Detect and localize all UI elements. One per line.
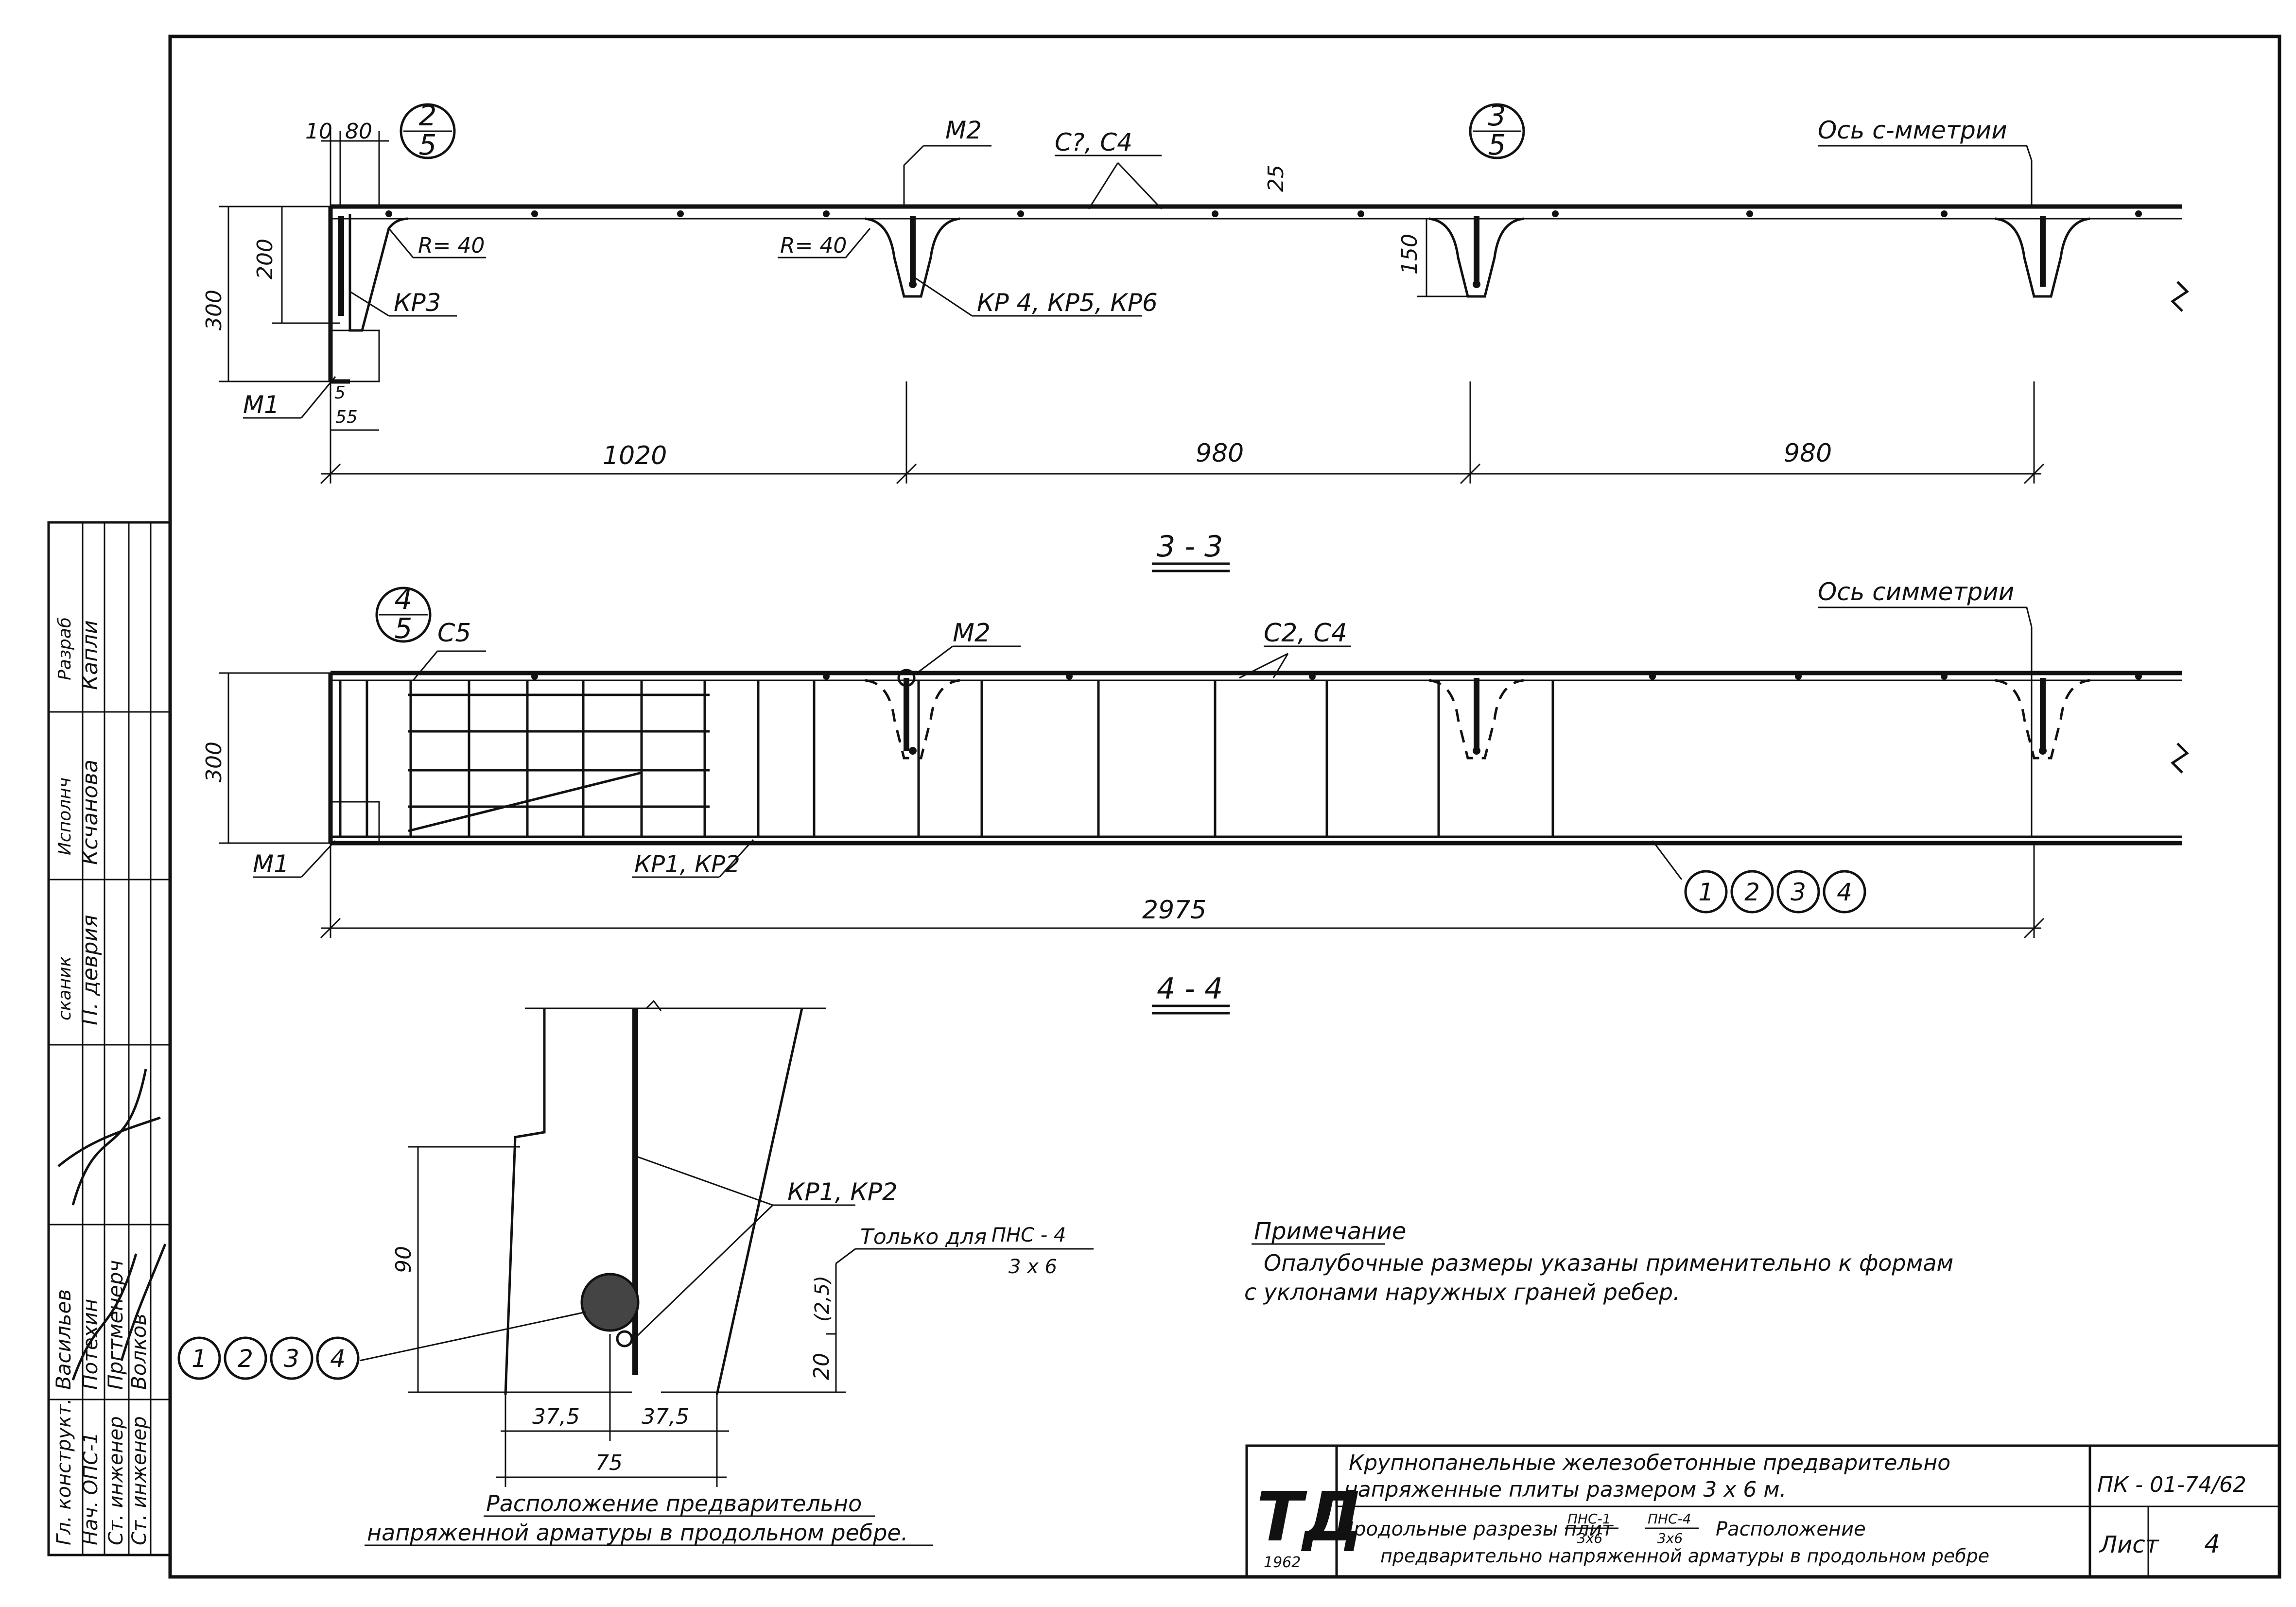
upper-name-2: Ксчанова [78, 760, 103, 865]
dim-980-b: 980 [1784, 439, 1832, 468]
dim-980-a: 980 [1196, 439, 1244, 468]
upper-name-1: Капли [78, 620, 103, 690]
section-top: 2 5 3 5 10 80 M2 С?, С4 25 Ось с-мметрии… [202, 99, 2189, 484]
dim-25-44: (2,5) [811, 1276, 834, 1322]
bubble-4-num: 4 [395, 583, 413, 616]
rebar-circles-33: 1 2 3 4 [1684, 870, 1866, 914]
title-line-2: напряженные плиты размером 3 х 6 м. [1344, 1477, 1787, 1502]
circle-4-33: 4 [1837, 878, 1852, 906]
caption-line-1: Расположение предварительно [486, 1490, 862, 1517]
label-c2c4: С2, С4 [1264, 619, 1347, 648]
role-head: Нач. ОПС-1 [80, 1432, 102, 1545]
label-pns-den: 3 х 6 [1009, 1256, 1057, 1278]
dim-1020: 1020 [603, 441, 667, 470]
section-4-4: 4 - 4 КР1, КР2 Только для ПНС - 4 [177, 972, 1230, 1546]
upper-role-3: сканик [55, 956, 75, 1020]
dim-55: 55 [335, 407, 358, 427]
label-kp1kp2-33: КР1, КР2 [634, 851, 740, 878]
section-3-3-title: 3 - 3 [1157, 530, 1223, 564]
circle-2-44: 2 [238, 1345, 253, 1373]
label-kp456: КР 4, КР5, КР6 [977, 289, 1158, 317]
subtitle-f1-num: ПНС-1 [1567, 1511, 1611, 1527]
role-eng-2: Ст. инженер [128, 1416, 151, 1545]
dim-90: 90 [391, 1246, 416, 1273]
subtitle-b: Расположение [1716, 1518, 1866, 1540]
circle-4-44: 4 [330, 1345, 346, 1373]
circle-2-33: 2 [1744, 878, 1760, 906]
circle-3-33: 3 [1791, 878, 1806, 906]
name-eng-1: Пргтменерч [104, 1260, 127, 1390]
dim-80: 80 [345, 119, 372, 144]
bubble-3-num: 3 [1488, 99, 1506, 132]
logo-year: 1962 [1264, 1554, 1301, 1571]
circle-1-44: 1 [191, 1345, 207, 1373]
bubble-2-num: 2 [419, 99, 437, 132]
bubble-3-den: 5 [1488, 128, 1506, 161]
sheet-code: ПК - 01-74/62 [2097, 1472, 2246, 1497]
role-eng-1: Ст. инженер [105, 1416, 127, 1545]
prestressed-bar [580, 1273, 640, 1332]
role-chief: Гл. конструкт. [53, 1398, 75, 1545]
upper-role-1: Разраб [55, 617, 75, 680]
sheet-label: Лист [2099, 1531, 2160, 1558]
dim-37-b: 37,5 [642, 1404, 689, 1429]
note-block: Примечание Опалубочные размеры указаны п… [1244, 1218, 1953, 1305]
dim-150: 150 [1397, 234, 1422, 275]
label-r40-left: R= 40 [418, 233, 485, 258]
section-4-4-title: 4 - 4 [1157, 972, 1223, 1006]
label-c5: С5 [437, 619, 471, 648]
dim-25-top: 25 [1264, 165, 1288, 192]
subtitle-f2-num: ПНС-4 [1648, 1511, 1691, 1527]
dim-300-33: 300 [202, 742, 226, 782]
label-axis-top: Ось с-мметрии [1818, 116, 2007, 144]
upper-role-2: Исполнч [55, 778, 75, 855]
label-m2-33: М2 [953, 619, 991, 648]
bubble-4-den: 5 [395, 612, 413, 645]
label-m2-top: M2 [945, 116, 982, 144]
label-r40-mid: R= 40 [780, 233, 847, 258]
label-kp3: КР3 [394, 289, 441, 317]
caption-line-2: напряженной арматуры в продольном ребре. [367, 1520, 908, 1546]
label-m1-33: М1 [253, 850, 289, 878]
logo: ТД [1256, 1478, 1363, 1557]
title-line-1: Крупнопанельные железобетонные предварит… [1349, 1451, 1950, 1475]
subtitle-f2-den: 3х6 [1657, 1530, 1683, 1546]
dim-75: 75 [595, 1451, 623, 1475]
title-block: ТД 1962 Крупнопанельные железобетонные п… [1245, 1444, 2281, 1578]
dim-10: 10 [305, 119, 332, 144]
name-eng-2: Волков [127, 1313, 151, 1390]
name-head: Потехин [78, 1299, 102, 1390]
label-c-top: С?, С4 [1055, 128, 1132, 156]
upper-name-3: П. деврия [78, 915, 103, 1025]
circle-1-33: 1 [1698, 878, 1714, 906]
note-line-2: с уклонами наружных граней ребер. [1244, 1279, 1680, 1305]
section-3-3: 3 - 3 [202, 530, 2189, 939]
note-line-1: Опалубочные размеры указаны применительн… [1264, 1250, 1953, 1276]
circle-3-44: 3 [284, 1345, 299, 1373]
label-kp1kp2-44: КР1, КР2 [787, 1178, 898, 1206]
label-axis-33: Ось симметрии [1818, 578, 2014, 606]
name-chief: Васильев [52, 1289, 75, 1390]
rebar-circles-44: 1 2 3 4 [177, 1336, 360, 1380]
dim-5: 5 [334, 383, 346, 403]
dim-2975: 2975 [1142, 896, 1206, 925]
dim-20: 20 [809, 1353, 834, 1380]
label-pns-num: ПНС - 4 [991, 1224, 1066, 1246]
dim-37-a: 37,5 [532, 1404, 580, 1429]
subtitle-f1-den: 3х6 [1577, 1530, 1602, 1546]
side-table: Разраб Капли Исполнч Ксчанова сканик П. … [47, 521, 172, 1556]
note-heading: Примечание [1254, 1218, 1406, 1245]
dim-300-top: 300 [202, 290, 226, 330]
subtitle-a: Продольные разрезы плит [1339, 1518, 1614, 1540]
label-only-for: Только для [860, 1225, 987, 1249]
label-m1-top: M1 [243, 391, 279, 419]
sheet-number: 4 [2204, 1530, 2220, 1559]
dim-200: 200 [253, 239, 278, 279]
bubble-2-den: 5 [419, 128, 437, 161]
subtitle-line-2: предварительно напряженной арматуры в пр… [1380, 1545, 1989, 1567]
